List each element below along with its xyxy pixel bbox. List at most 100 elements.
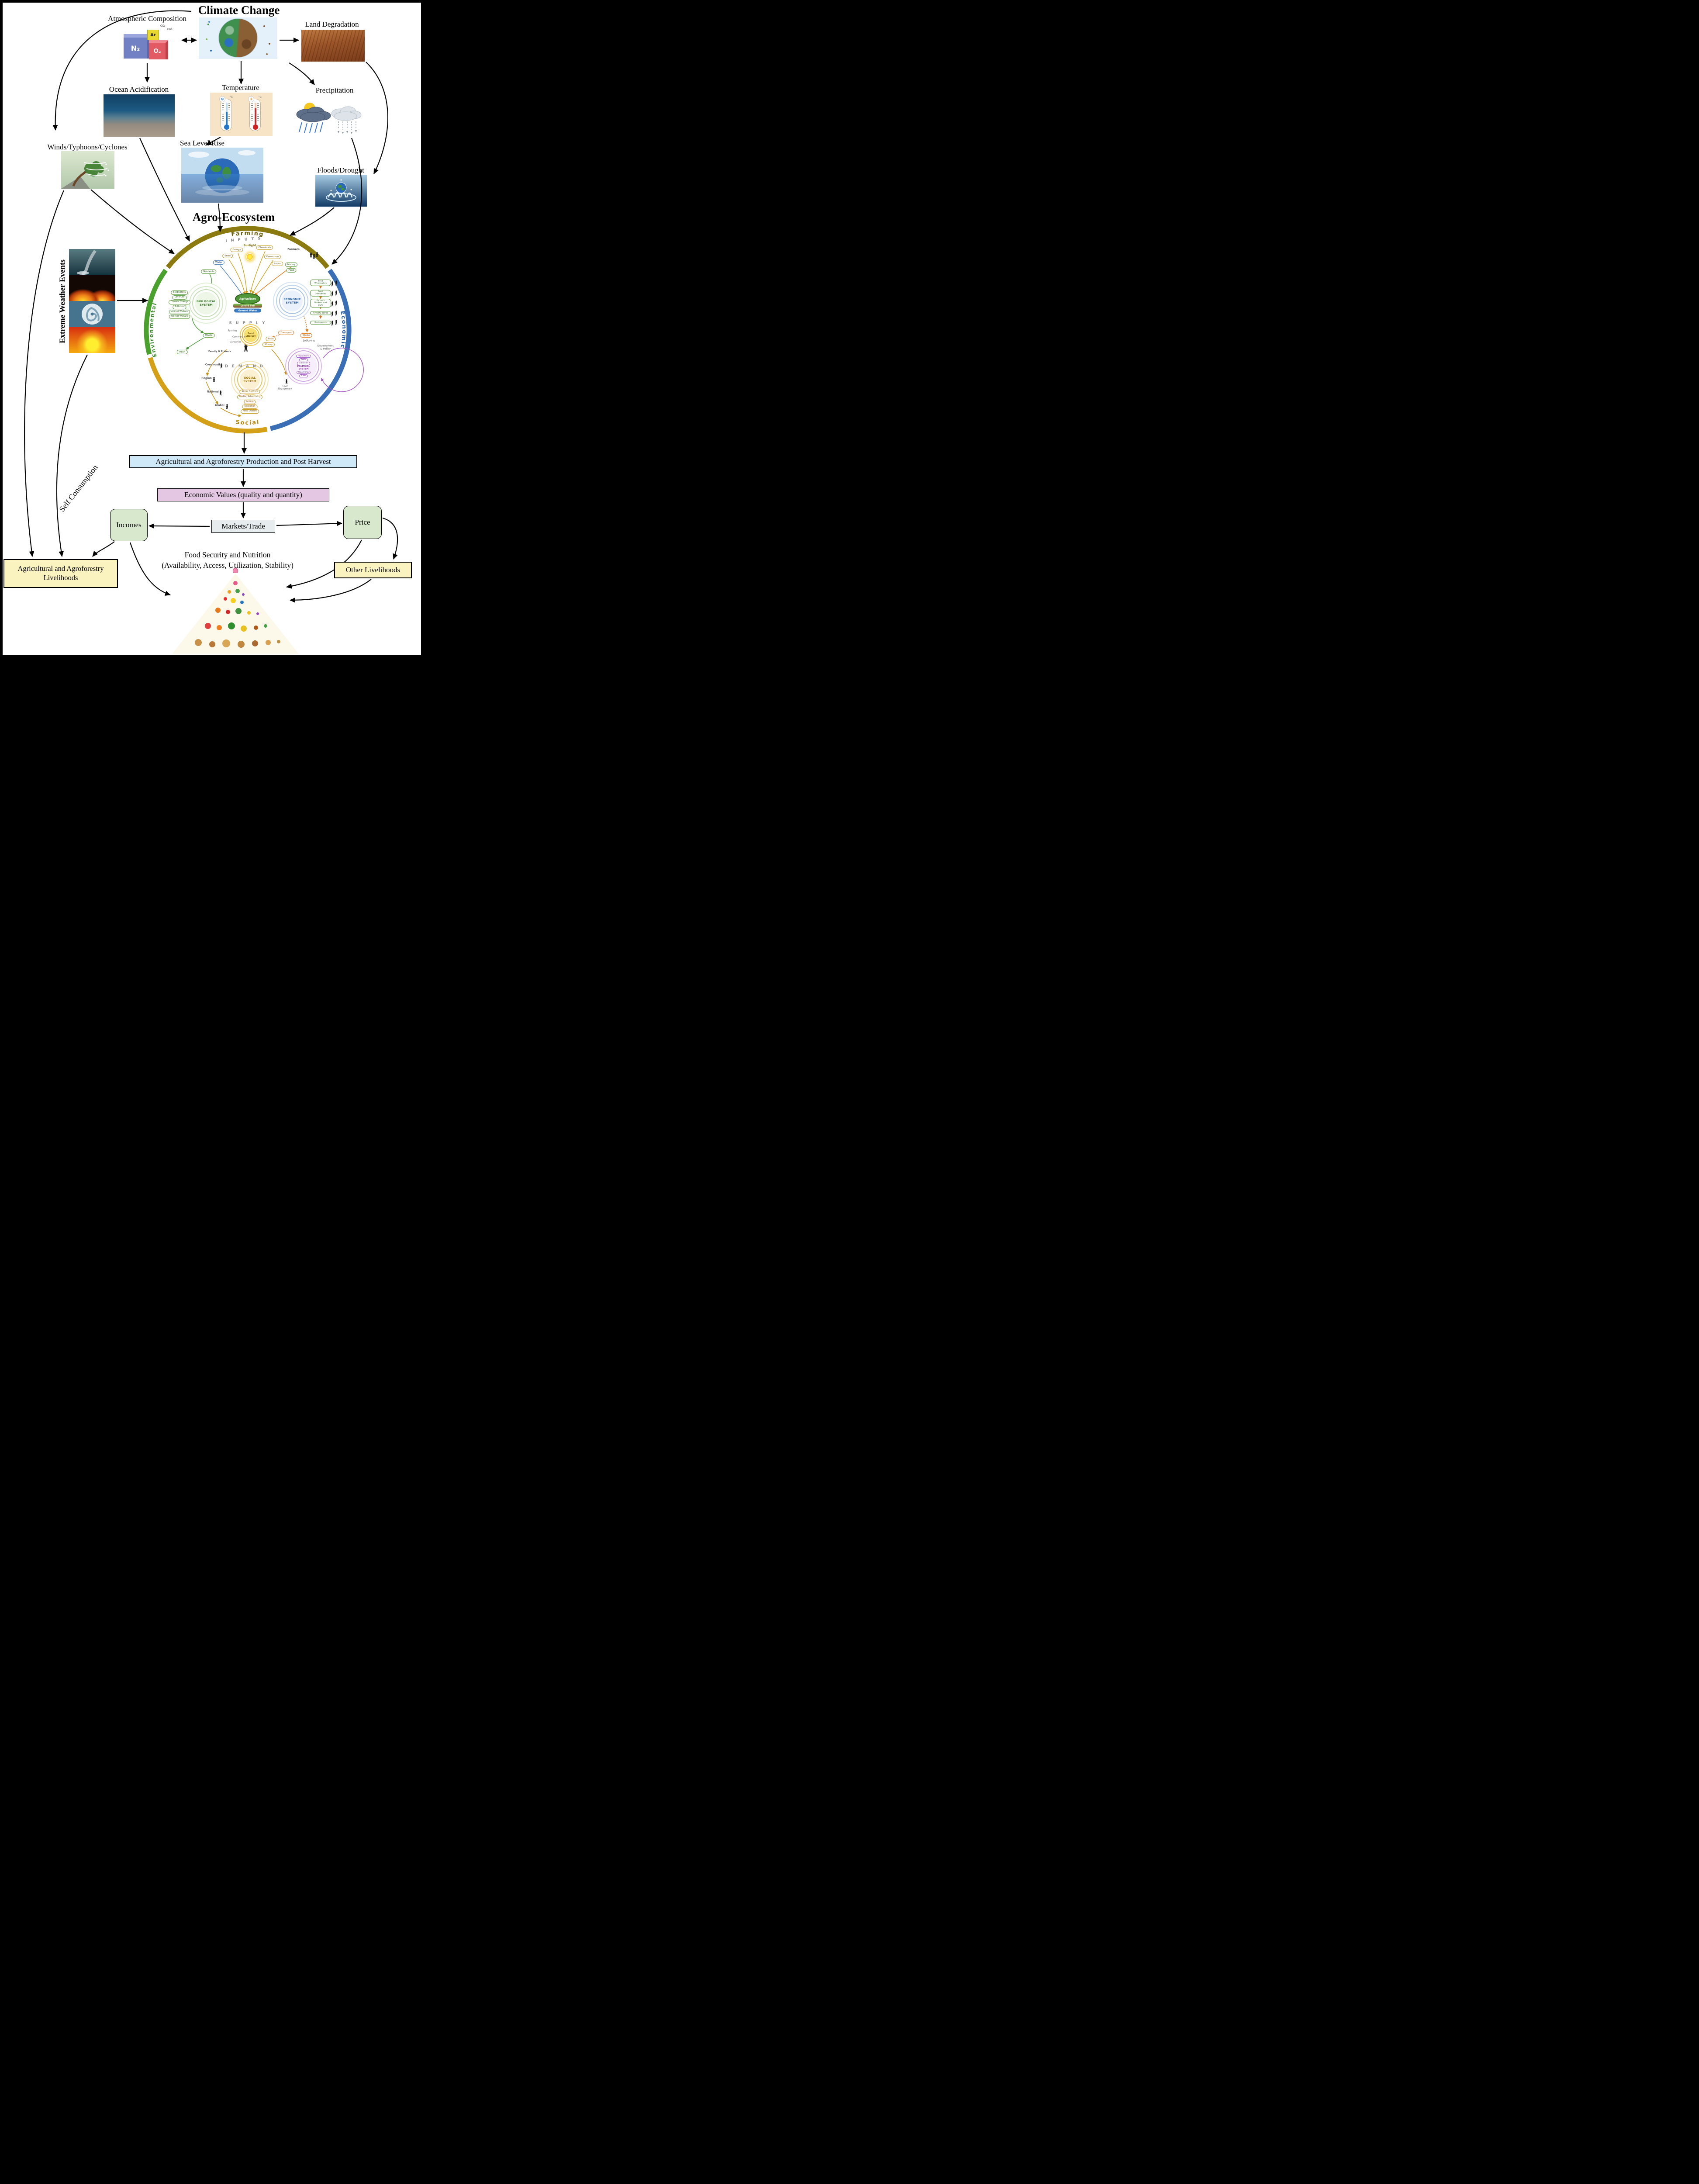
supply-arc-title: S U P P L Y — [229, 321, 266, 325]
input-pill-knowhow: Know-how — [264, 254, 281, 259]
temperature-image: ❄ °C ☀ °C — [210, 93, 273, 136]
ocean-acidification-image — [104, 94, 175, 137]
o2-label: O₂ — [153, 48, 161, 55]
ground-water-bar: Ground Water — [234, 308, 261, 313]
chain-pill-farmers-markets: Farmers Markets and CSAs — [310, 299, 331, 308]
price-box: Price — [343, 506, 382, 539]
bio-pill-animalwelfare: Animal Welfare — [169, 310, 190, 314]
celsius-unit-2: °C — [258, 96, 262, 99]
chain-pill-wholesalers: Food Wholesalers — [310, 279, 331, 286]
input-pill-water: Water — [213, 260, 225, 265]
ring-label-farming: Farming — [231, 230, 264, 238]
snowflake-icon: ❄ — [219, 96, 225, 102]
atmospheric-composition-image: CO₂ rest N₂ Ar O₂ — [124, 24, 178, 62]
lobbying-label: Lobbying — [303, 339, 315, 342]
svg-text:Social: Social — [235, 419, 260, 426]
food-literacy-label: Food — [248, 332, 254, 335]
social-system-circle: SOCIAL SYSTEM — [240, 370, 260, 390]
main-arrows — [24, 10, 398, 603]
extreme-weather-label: Extreme Weather Events — [58, 259, 67, 343]
bio-pill-climatechange: Climate Change — [169, 300, 190, 304]
input-pill-money: Money — [285, 262, 298, 267]
sun-icon: ☀ — [248, 96, 254, 102]
ocean-acidification-label: Ocean Acidification — [109, 85, 169, 93]
social-pill-education: Education — [242, 404, 258, 409]
political-pill-regulations: Regulations — [296, 355, 311, 358]
biological-system-circle: BIOLOGICAL SYSTEM — [195, 292, 218, 314]
trash-pill: Trash — [176, 349, 188, 355]
input-pill-chemicals: Chemicals — [256, 245, 273, 250]
economic-values-box: Economic Values (quality and quantity) — [157, 488, 329, 501]
land-degradation-label: Land Degradation — [305, 20, 359, 28]
supply-farming-label: Farming — [228, 329, 237, 332]
extreme-weather-strip — [69, 249, 115, 353]
bio-pill-landuse: Land Use — [172, 295, 187, 300]
climate-change-title: Climate Change — [198, 3, 280, 17]
floods-drought-image — [315, 175, 367, 207]
input-pill-energy: Energy — [230, 247, 243, 252]
svg-text:Economic: Economic — [339, 311, 347, 349]
ring-label-environmental: Environmental — [148, 302, 157, 358]
political-system-circle: Regulations Taxes Subsidies POLITICAL SY… — [290, 352, 317, 380]
oxygen-cube: O₂ — [149, 40, 168, 59]
globe-in-ocean-icon — [181, 148, 263, 203]
farmers-label: Farmers — [287, 248, 300, 251]
wildfire-panel — [69, 275, 115, 301]
supply-commercial-label: Commercial — [232, 335, 245, 339]
precipitation-image — [293, 96, 362, 137]
sunlight-label: Sunlight — [243, 244, 256, 247]
floods-drought-label: Floods/Drought — [317, 166, 364, 174]
political-pill-taxes: Taxes — [299, 358, 308, 362]
svg-text:Farming: Farming — [231, 230, 265, 238]
agro-ecosystem-title: Agro-Ecosystem — [192, 211, 275, 224]
transport-pill: Transport — [278, 330, 294, 335]
cold-thermometer-icon: ❄ °C — [219, 96, 233, 131]
land-degradation-image — [301, 30, 365, 62]
sea-level-rise-image — [181, 148, 263, 203]
bio-pill-workerwelfare: Worker Welfare — [169, 314, 190, 319]
agro-ecosystem-ring — [144, 226, 352, 434]
input-pill-labor: Labor — [272, 261, 283, 266]
input-pill-food: Food — [286, 268, 297, 273]
political-pill-trade: Trade — [299, 374, 308, 377]
political-pill-subsidies: Subsidies — [297, 362, 310, 365]
rain-clouds-icon — [296, 103, 362, 134]
water-splash-globe-icon — [315, 175, 367, 207]
social-pill-network: Social Network — [239, 390, 260, 394]
demand-community-label: Community — [205, 363, 222, 366]
ar-label: Ar — [150, 32, 156, 38]
hot-thermometer-icon: ☀ °C — [248, 96, 262, 131]
government-policy-label: Government & Policy — [317, 344, 334, 350]
incomes-box: Incomes — [110, 509, 148, 541]
celsius-unit: °C — [229, 96, 233, 99]
social-pill-foodculture: Food Culture — [241, 409, 259, 414]
social-pill-access: Access — [244, 400, 256, 404]
earth-half-icon — [219, 19, 257, 57]
production-box: Agricultural and Agroforestry Production… — [129, 455, 357, 468]
ring-label-social: Social — [235, 419, 259, 426]
precipitation-label: Precipitation — [315, 86, 354, 94]
nutrients-pill: Nutrients — [201, 269, 217, 274]
demand-arc-title: D E M A N D — [225, 364, 264, 369]
food-security-line1: Food Security and Nutrition — [184, 550, 271, 559]
economic-system-label: ECONOMIC — [283, 297, 301, 301]
heatwave-panel — [69, 327, 115, 353]
food-literacy-circle: Food Literacy — [244, 328, 258, 342]
rest-label: rest — [167, 28, 173, 31]
land-and-soil-bar: Land & Soil — [233, 304, 262, 308]
family-friends-label: Family & Friends — [208, 350, 231, 353]
bio-pill-biodiversity: Biodiversity — [171, 290, 188, 295]
sun-glyph-icon — [246, 253, 253, 260]
money-pill: Money — [262, 342, 275, 347]
hurricane-panel — [69, 301, 115, 327]
food-pill: Food — [266, 336, 276, 342]
diagram-page: Climate Change Agro-Ecosystem Atmospheri… — [0, 0, 425, 717]
temperature-label: Temperature — [222, 83, 259, 92]
atmospheric-composition-label: Atmospheric Composition — [108, 14, 186, 23]
demand-global-label: Global — [215, 404, 224, 407]
biological-system-label: BIOLOGICAL — [196, 300, 216, 303]
demand-national-label: National — [207, 390, 220, 394]
other-livelihoods-box: Other Livelihoods — [334, 562, 412, 578]
supply-consumer-label: Consumer — [230, 341, 241, 344]
waste-left-pill: Waste — [203, 333, 215, 338]
